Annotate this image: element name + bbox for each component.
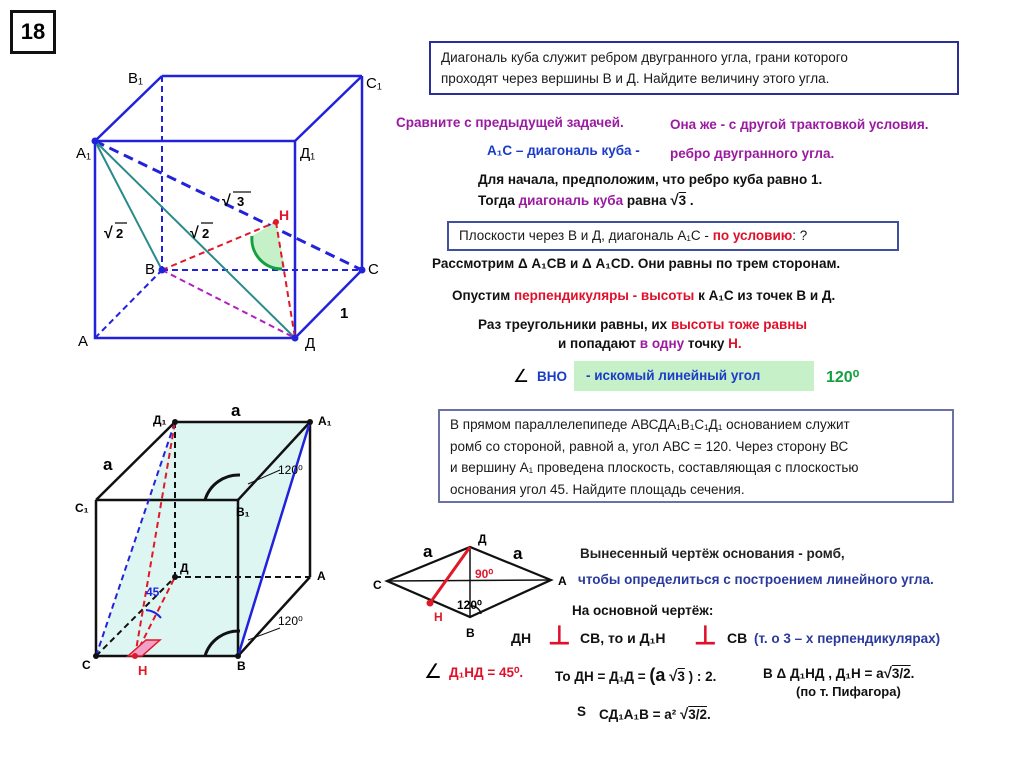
cube-label-c: С: [368, 261, 379, 278]
prism-label-d: Д: [180, 561, 189, 575]
cube-root2-a: 2: [116, 226, 123, 241]
perp-icon: ⊥: [548, 620, 571, 650]
cube-label-b1: В₁: [128, 70, 143, 87]
rhombus-label-90: 90⁰: [475, 567, 493, 581]
since-line: Раз треугольники равны, их высоты тоже р…: [478, 317, 807, 332]
prism-label-b1: В₁: [236, 505, 250, 519]
problem1-box: Диагональ куба служит ребром двугранного…: [429, 41, 959, 95]
drop-line: Опустим перпендикуляры - высоты к А₁С из…: [452, 288, 836, 303]
fall-line: и попадают в одну точку Н.: [558, 336, 742, 351]
cube-label-a1: А₁: [76, 145, 91, 162]
angle-highlight: [574, 361, 814, 391]
problem2-line3: и вершину А₁ проведена плоскость, состав…: [450, 460, 859, 475]
prism-label-b: В: [237, 659, 246, 673]
area-s: S: [577, 704, 587, 719]
assume-line1: Для начала, предположим, что ребро куба …: [478, 172, 823, 187]
angle-desc: - искомый линейный угол: [586, 368, 761, 383]
rhombus-label-b: В: [466, 626, 475, 640]
planes-box: Плоскости через В и Д, диагональ А₁С - п…: [447, 221, 899, 251]
prism-label-c: С: [82, 658, 91, 672]
sqrt-icon: √: [104, 225, 113, 242]
slide-number-box: 18: [10, 10, 56, 54]
cube-root3: 3: [237, 194, 244, 209]
sqrt-icon: √: [190, 225, 199, 242]
cube-label-a: А: [78, 333, 88, 350]
consider-line: Рассмотрим Δ А₁СВ и Δ А₁CD. Они равны по…: [432, 256, 841, 271]
rhombus-label-c: С: [373, 578, 382, 592]
problem1-line1: Диагональ куба служит ребром двугранного…: [441, 50, 848, 65]
angle-sym-2: ∠: [424, 661, 442, 683]
prism-label-ang-bot: 120⁰: [278, 614, 303, 628]
prism-label-h: Н: [138, 663, 147, 678]
angle-name: ВНО: [537, 369, 567, 384]
prism-label-d1: Д₁: [153, 413, 167, 427]
cube-diagram: В₁ С₁ А₁ Д₁ В С А Д Н 1 √ 3 √ 2 √ 2: [76, 70, 382, 352]
angle-value: 120⁰: [826, 369, 860, 386]
problem2-line2: ромб со стороной, равной а, угол АВС = 1…: [450, 438, 849, 454]
prism-label-a-left: а: [103, 455, 113, 474]
area-line: СД₁А₁В = а² √3/2.: [599, 706, 711, 723]
rhombus-label-d: Д: [478, 532, 487, 546]
rhombus-label-a1: а: [423, 542, 433, 561]
prism-label-a: А: [317, 569, 326, 583]
prism-label-c1: С₁: [75, 501, 89, 515]
rhombus-label-a2: а: [513, 544, 523, 563]
problem1-line2: проходят через вершины В и Д. Найдите ве…: [441, 71, 830, 86]
ang-text: Д₁НД = 45⁰.: [449, 665, 524, 680]
diag-prefix: А₁С – диагональ куба -: [487, 143, 640, 158]
cube-label-h: Н: [279, 207, 289, 223]
prism-label-a1: А₁: [318, 414, 332, 428]
then-line: То ДН = Д₁Д = (а √3 ) : 2.: [555, 665, 717, 685]
cube-label-one: 1: [340, 305, 348, 322]
cube-label-d: Д: [305, 335, 315, 352]
prism-label-45: 45: [146, 585, 160, 599]
cube-label-b: В: [145, 261, 155, 278]
main-drawing-line: На основной чертёж:: [572, 603, 714, 618]
pythagoras-note: (по т. Пифагора): [796, 684, 901, 699]
sqrt-icon: √: [222, 193, 231, 210]
cb1-text: СВ, то и Д₁Н: [580, 630, 666, 646]
prism-label-ang-top: 120⁰: [278, 463, 303, 477]
theorem-text: (т. о 3 – х перпендикулярах): [754, 631, 941, 646]
perp-icon-2: ⊥: [694, 620, 717, 650]
slide-number: 18: [20, 19, 46, 44]
rhombus-diagram: а Д а С А 90⁰ 120⁰ Н В: [373, 532, 567, 640]
problem2-line4: основания угол 45. Найдите площадь сечен…: [450, 481, 745, 497]
compare-note: Она же - с другой трактовкой условия.: [670, 117, 929, 132]
compare-text: Сравните с предыдущей задачей.: [396, 115, 624, 130]
cube-label-d1: Д₁: [300, 145, 315, 162]
rhombus-label-120: 120⁰: [457, 598, 482, 612]
separate-line: Вынесенный чертёж основания - ромб,: [580, 546, 845, 561]
cube-root2-b: 2: [202, 226, 209, 241]
cube-label-c1: С₁: [366, 75, 382, 92]
cb2-text: СВ: [727, 630, 748, 646]
prism-label-a-top: а: [231, 401, 241, 420]
problem2-line1: В прямом параллелепипеде АВСДА₁В₁С₁Д₁ ос…: [450, 417, 850, 432]
diag-suffix: ребро двугранного угла.: [670, 146, 835, 161]
rhombus-label-h: Н: [434, 610, 443, 624]
angle-symbol: ∠: [513, 366, 530, 386]
dh-label: ДН: [511, 630, 532, 646]
assume-line2: Тогда диагональ куба равна √3 .: [478, 192, 694, 209]
prism-diagram: Д₁ А₁ а а С₁ В₁ 120⁰ Д А 45 120⁰ С Н В: [75, 401, 332, 678]
problem2-box: В прямом параллелепипеде АВСДА₁В₁С₁Д₁ ос…: [438, 409, 954, 503]
rhombus-label-a: А: [558, 574, 567, 588]
in-tri-line: В Δ Д₁НД , Д₁Н = а√3/2.: [763, 665, 915, 682]
purpose-line: чтобы определиться с построением линейно…: [578, 572, 934, 587]
